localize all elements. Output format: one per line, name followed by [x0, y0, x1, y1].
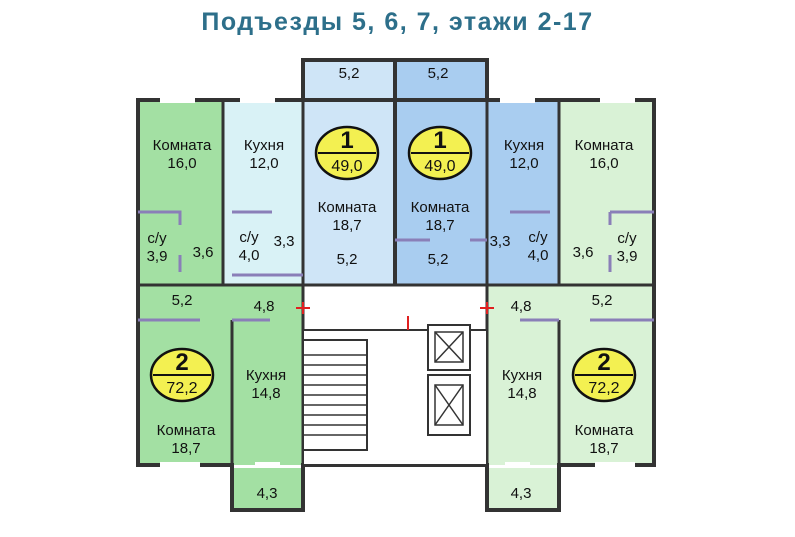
balcony-bottom-right	[487, 468, 559, 508]
apartment-rooms: 1	[433, 127, 446, 154]
label-su-a: с/у	[147, 230, 167, 247]
windows	[160, 97, 635, 468]
apartment-area: 72,2	[588, 380, 619, 397]
value-3-9-b: 3,9	[617, 248, 638, 265]
balcony-top-left	[303, 60, 395, 100]
value-5-2-d: 5,2	[428, 251, 449, 268]
apartment-badge-1b: 1 49,0	[407, 125, 473, 181]
label-komnata-f: Комната	[575, 422, 634, 439]
value-18-7-c: 18,7	[171, 440, 200, 457]
value-14-8-b: 14,8	[507, 385, 536, 402]
kitchen-14-8-right	[487, 320, 559, 465]
value-4-3-b: 4,3	[511, 485, 532, 502]
value-12-a: 12,0	[249, 155, 278, 172]
page-title: Подъезды 5, 6, 7, этажи 2-17	[201, 8, 594, 36]
label-kukhnya-b: Кухня	[504, 137, 544, 154]
door-marks	[296, 302, 494, 330]
apartment-badge-2a: 2 72,2	[149, 347, 215, 403]
apartment-rooms: 2	[597, 349, 610, 376]
label-kukhnya-d: Кухня	[502, 367, 542, 384]
value-5-2-c: 5,2	[337, 251, 358, 268]
value-14-8-a: 14,8	[251, 385, 280, 402]
apartment-badge-2b: 2 72,2	[571, 347, 637, 403]
label-komnata-d: Комната	[575, 137, 634, 154]
value-5-2-e: 5,2	[172, 292, 193, 309]
balcony-top-right	[395, 60, 487, 100]
value-5-2-a: 5,2	[339, 65, 360, 82]
room-kukhnya-12-right	[487, 100, 559, 285]
apartment-rooms: 1	[340, 127, 353, 154]
room-kukhnya-12-left	[223, 100, 303, 285]
value-16-a: 16,0	[167, 155, 196, 172]
value-12-b: 12,0	[509, 155, 538, 172]
value-18-7-d: 18,7	[589, 440, 618, 457]
value-3-6-a: 3,6	[193, 244, 214, 261]
label-kukhnya-a: Кухня	[244, 137, 284, 154]
value-5-2-f: 5,2	[592, 292, 613, 309]
stair-steps	[303, 354, 367, 436]
value-3-3-b: 3,3	[490, 233, 511, 250]
value-4-0-a: 4,0	[239, 247, 260, 264]
apartment-badge-1a: 1 49,0	[314, 125, 380, 181]
kitchen-14-8-left	[232, 320, 303, 465]
stair-lift-block	[302, 324, 488, 466]
value-4-8-b: 4,8	[511, 298, 532, 315]
room-komnata-16-left	[138, 100, 223, 285]
value-4-8-a: 4,8	[254, 298, 275, 315]
apartment-area: 49,0	[424, 158, 455, 175]
value-3-3-a: 3,3	[274, 233, 295, 250]
label-su-b: с/у	[239, 229, 259, 246]
label-komnata-b: Комната	[318, 199, 377, 216]
value-3-9-a: 3,9	[147, 248, 168, 265]
value-5-2-b: 5,2	[428, 65, 449, 82]
apartment-area: 49,0	[331, 158, 362, 175]
label-komnata-e: Комната	[157, 422, 216, 439]
label-komnata-a: Комната	[153, 137, 212, 154]
apartment-rooms: 2	[175, 349, 188, 376]
value-18-7-b: 18,7	[425, 217, 454, 234]
balcony-bottom-left	[232, 468, 303, 508]
apartment-area: 72,2	[166, 380, 197, 397]
value-18-7-a: 18,7	[332, 217, 361, 234]
label-su-d: с/у	[617, 230, 637, 247]
value-3-6-b: 3,6	[573, 244, 594, 261]
room-komnata-16-right	[559, 100, 654, 285]
label-su-c: с/у	[528, 229, 548, 246]
value-4-0-b: 4,0	[528, 247, 549, 264]
partitions	[138, 210, 654, 322]
value-16-b: 16,0	[589, 155, 618, 172]
value-4-3-a: 4,3	[257, 485, 278, 502]
label-kukhnya-c: Кухня	[246, 367, 286, 384]
label-komnata-c: Комната	[411, 199, 470, 216]
